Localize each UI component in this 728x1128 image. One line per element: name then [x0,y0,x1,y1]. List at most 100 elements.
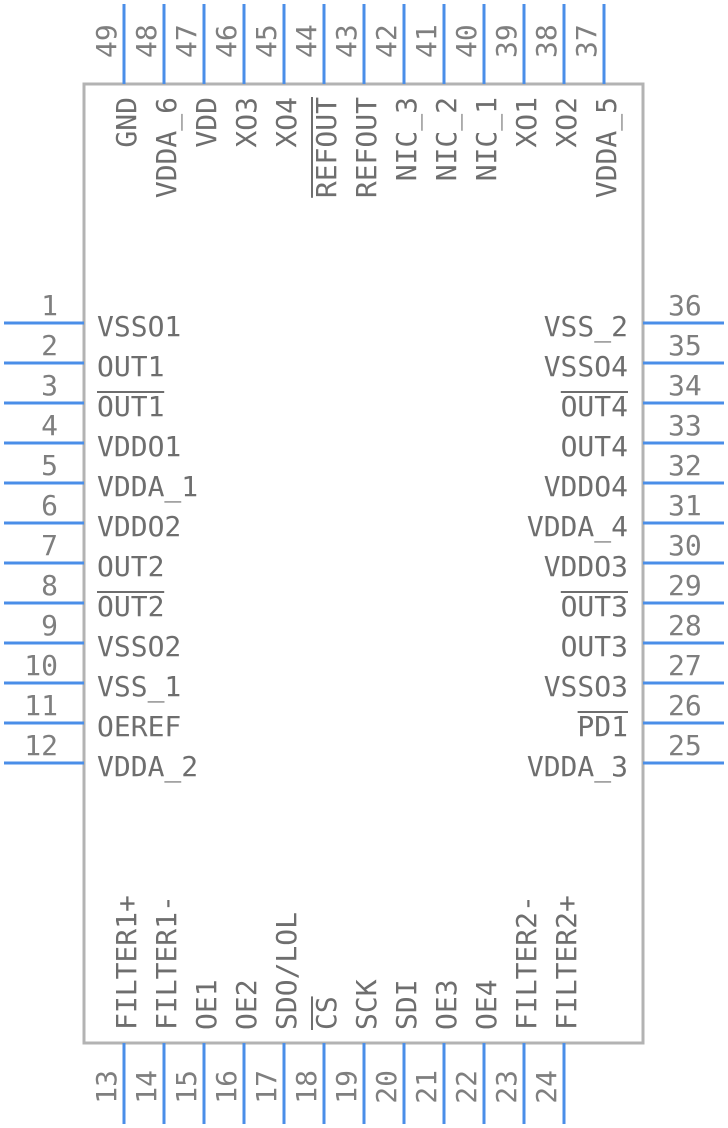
pin-number-42: 42 [370,24,403,58]
pin-number-18: 18 [290,1070,323,1104]
pin-number-27: 27 [668,649,702,682]
pin-number-2: 2 [41,329,58,362]
pin-label-37: VDDA_5 [590,97,624,198]
pin-number-34: 34 [668,369,702,402]
pin-label-46: XO3 [230,97,263,148]
pin-number-39: 39 [490,24,523,58]
pin-label-7: OUT2 [97,550,164,583]
pin-label-5: VDDA_1 [97,470,198,504]
pin-label-13: FILTER1+ [110,895,143,1030]
pin-number-21: 21 [410,1070,443,1104]
pin-label-38: XO2 [550,97,583,148]
pin-number-33: 33 [668,409,702,442]
pin-number-24: 24 [530,1070,563,1104]
pin-label-16: OE2 [230,979,263,1030]
pin-number-36: 36 [668,289,702,322]
pin-number-40: 40 [450,24,483,58]
pin-label-3: OUT1 [97,390,164,423]
pin-number-20: 20 [370,1070,403,1104]
pin-number-3: 3 [41,369,58,402]
pin-label-17: SDO/LOL [270,912,303,1030]
pin-label-44: REFOUT [310,97,343,198]
pin-number-28: 28 [668,609,702,642]
pin-label-27: VSSO3 [544,670,628,703]
pin-number-31: 31 [668,489,702,522]
pin-number-37: 37 [570,24,603,58]
pin-label-42: NIC_3 [390,97,424,181]
pin-number-35: 35 [668,329,702,362]
pin-label-20: SDI [390,979,423,1030]
pin-number-12: 12 [24,729,58,762]
pin-label-45: XO4 [270,97,303,148]
pin-label-26: PD1 [577,710,628,743]
pin-number-48: 48 [130,24,163,58]
pin-label-47: VDD [190,97,223,148]
pin-number-46: 46 [210,24,243,58]
pin-label-48: VDDA_6 [150,97,184,198]
pin-number-9: 9 [41,609,58,642]
pin-number-7: 7 [41,529,58,562]
pin-label-28: OUT3 [561,630,628,663]
pin-label-49: GND [110,97,143,148]
pin-number-43: 43 [330,24,363,58]
pin-number-49: 49 [90,24,123,58]
pin-number-22: 22 [450,1070,483,1104]
pin-number-19: 19 [330,1070,363,1104]
pin-label-35: VSSO4 [544,350,628,383]
pin-number-6: 6 [41,489,58,522]
pin-label-25: VDDA_3 [527,750,628,784]
pin-label-12: VDDA_2 [97,750,198,784]
pin-number-15: 15 [170,1070,203,1104]
pin-label-6: VDDO2 [97,510,181,543]
pin-label-2: OUT1 [97,350,164,383]
pin-number-10: 10 [24,649,58,682]
pin-label-15: OE1 [190,979,223,1030]
pin-label-41: NIC_2 [430,97,464,181]
pin-label-43: REFOUT [350,97,383,198]
pin-number-8: 8 [41,569,58,602]
pin-label-14: FILTER1- [150,895,183,1030]
pin-label-32: VDDO4 [544,470,628,503]
pin-number-44: 44 [290,24,323,58]
pin-label-34: OUT4 [561,390,628,423]
pin-label-24: FILTER2+ [550,895,583,1030]
pin-number-30: 30 [668,529,702,562]
pin-label-1: VSSO1 [97,310,181,343]
pin-number-13: 13 [90,1070,123,1104]
pin-number-5: 5 [41,449,58,482]
pin-number-16: 16 [210,1070,243,1104]
pin-label-11: OEREF [97,710,181,743]
pin-label-39: XO1 [510,97,543,148]
pin-label-36: VSS_2 [544,310,628,344]
pin-label-40: NIC_1 [470,97,504,181]
pin-label-18: CS [310,996,343,1030]
pin-number-1: 1 [41,289,58,322]
pin-number-11: 11 [24,689,58,722]
pin-label-4: VDDO1 [97,430,181,463]
pin-label-31: VDDA_4 [527,510,628,544]
pin-number-14: 14 [130,1070,163,1104]
pin-number-38: 38 [530,24,563,58]
pin-label-23: FILTER2- [510,895,543,1030]
ic-body-outline [82,82,645,1045]
pin-number-25: 25 [668,729,702,762]
pin-label-22: OE4 [470,979,503,1030]
pin-label-19: SCK [350,979,383,1030]
pin-label-9: VSSO2 [97,630,181,663]
pin-number-4: 4 [41,409,58,442]
pin-number-29: 29 [668,569,702,602]
pin-label-21: OE3 [430,979,463,1030]
pin-number-45: 45 [250,24,283,58]
pin-label-30: VDDO3 [544,550,628,583]
pin-label-10: VSS_1 [97,670,181,704]
pin-number-23: 23 [490,1070,523,1104]
pin-number-26: 26 [668,689,702,722]
pin-label-8: OUT2 [97,590,164,623]
pin-number-17: 17 [250,1070,283,1104]
pin-label-33: OUT4 [561,430,628,463]
pin-number-47: 47 [170,24,203,58]
pin-number-41: 41 [410,24,443,58]
pin-label-29: OUT3 [561,590,628,623]
